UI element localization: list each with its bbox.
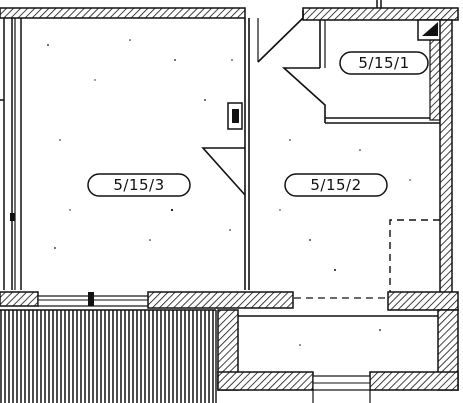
top-wall-right <box>302 0 459 21</box>
room-label-5-15-2: 5/15/2 <box>284 173 388 197</box>
room-label-5-15-3: 5/15/3 <box>87 173 191 197</box>
scan-speckles <box>47 39 411 346</box>
room-label-5-15-2-text: 5/15/2 <box>310 176 361 194</box>
left-wall <box>0 18 22 290</box>
bottom-wall-right <box>387 291 459 311</box>
right-wall <box>439 19 453 296</box>
door-top <box>257 10 304 63</box>
room-label-5-15-3-text: 5/15/3 <box>113 176 164 194</box>
room-label-5-15-1: 5/15/1 <box>339 51 429 75</box>
bottom-wall-left <box>0 291 294 309</box>
door-middle <box>201 147 246 196</box>
partition-wall-room3 <box>227 18 250 290</box>
bottom-alcove <box>217 309 459 403</box>
dashed-bay-outline <box>258 219 440 299</box>
balcony-railing <box>0 309 217 403</box>
room-label-5-15-1-text: 5/15/1 <box>358 54 409 72</box>
top-wall-left <box>0 7 246 19</box>
